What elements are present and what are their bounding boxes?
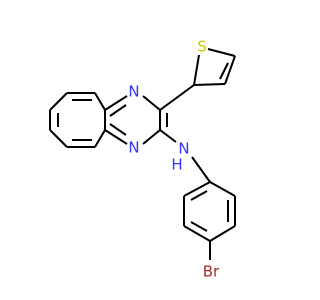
bond — [207, 48, 236, 57]
bond — [104, 95, 128, 111]
bond — [142, 95, 161, 111]
bond — [193, 54, 200, 86]
molecule-canvas: N N N H S Br — [49, 38, 236, 281]
bond — [219, 62, 229, 80]
bond — [190, 190, 208, 201]
atom-label-s: S — [197, 38, 207, 56]
bond — [193, 83, 226, 86]
bromophenyl-ring — [183, 181, 236, 260]
atom-label-n-amine: N — [178, 140, 189, 158]
bond — [94, 129, 106, 148]
bond — [159, 129, 177, 143]
bond — [183, 225, 211, 242]
amine-linker — [159, 129, 211, 183]
benzo-ring — [49, 92, 106, 148]
thiophene-ring — [159, 48, 236, 111]
bond — [209, 225, 236, 242]
atom-label-n-top: N — [128, 83, 139, 101]
bond — [109, 104, 127, 117]
bond — [183, 181, 211, 197]
bond — [191, 156, 211, 183]
bond — [224, 55, 236, 85]
bond — [109, 123, 127, 136]
bond — [209, 181, 236, 197]
bond — [159, 84, 195, 111]
bond — [49, 92, 68, 111]
bond — [94, 92, 106, 111]
atom-label-br: Br — [203, 263, 220, 281]
bond — [104, 129, 128, 145]
atom-label-n-bottom: N — [128, 139, 139, 157]
bond — [49, 129, 68, 148]
molecule-structure: N N N H S Br — [49, 38, 236, 281]
bond — [142, 129, 161, 145]
bond — [190, 221, 208, 232]
atom-label-h-amine: H — [171, 156, 182, 174]
pyrazine-ring — [104, 95, 168, 145]
